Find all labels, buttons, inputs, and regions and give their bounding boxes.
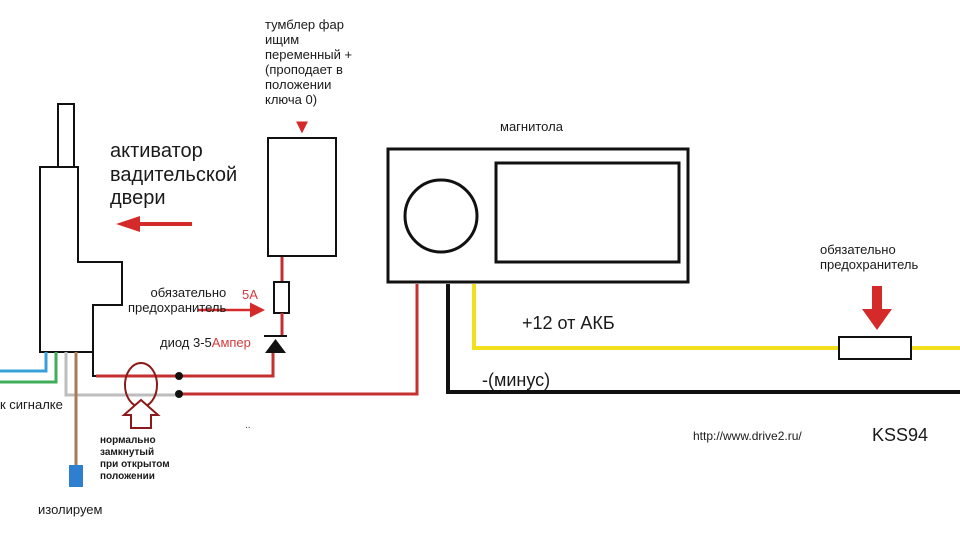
diode-symbol [264, 335, 287, 353]
alarm-signal-wires [0, 352, 182, 470]
diode-amp: Ампер [211, 335, 251, 350]
fuse-left-label: обязательно предохранитель [128, 271, 226, 316]
diode-label: диод 3-5Ампер [160, 335, 251, 351]
switch-pointer-arrow [121, 398, 161, 429]
fuse-right-arrow [862, 286, 892, 330]
stray-mark: .. [245, 420, 251, 431]
ground-wire [446, 284, 960, 394]
fuse-rating-label: 5А [242, 287, 258, 302]
junction-dot [175, 390, 183, 398]
insulator-cap [69, 465, 83, 487]
junction-dot [175, 372, 183, 380]
diode-prefix: диод 3-5 [160, 335, 212, 350]
website-label: http://www.drive2.ru/ [693, 429, 802, 443]
battery-wire [472, 284, 960, 350]
head-unit [386, 147, 690, 284]
door-actuator-label: активатор вадительской двери [110, 140, 238, 210]
actuator-direction-arrow [116, 216, 192, 232]
battery-plus-label: +12 от АКБ [522, 313, 615, 333]
normally-closed-label: нормально замкнутый при открытом положен… [100, 435, 170, 482]
head-unit-label: магнитола [500, 119, 563, 134]
insulate-label: изолируем [38, 502, 103, 517]
toggle-switch-label: тумблер фар ищим переменный + (проподает… [265, 17, 353, 107]
ground-label: -(минус) [482, 370, 551, 390]
author-label: KSS94 [872, 425, 929, 445]
door-actuator [39, 103, 123, 353]
fuse-right-label: обязательно предохранитель [820, 242, 919, 272]
fuse-5a [273, 281, 290, 314]
fuse-required-text: обязательно предохранитель [128, 284, 227, 315]
fuse-right [838, 336, 912, 360]
to-alarm-label: к сигналке [0, 397, 63, 412]
toggle-switch-box [267, 137, 337, 257]
